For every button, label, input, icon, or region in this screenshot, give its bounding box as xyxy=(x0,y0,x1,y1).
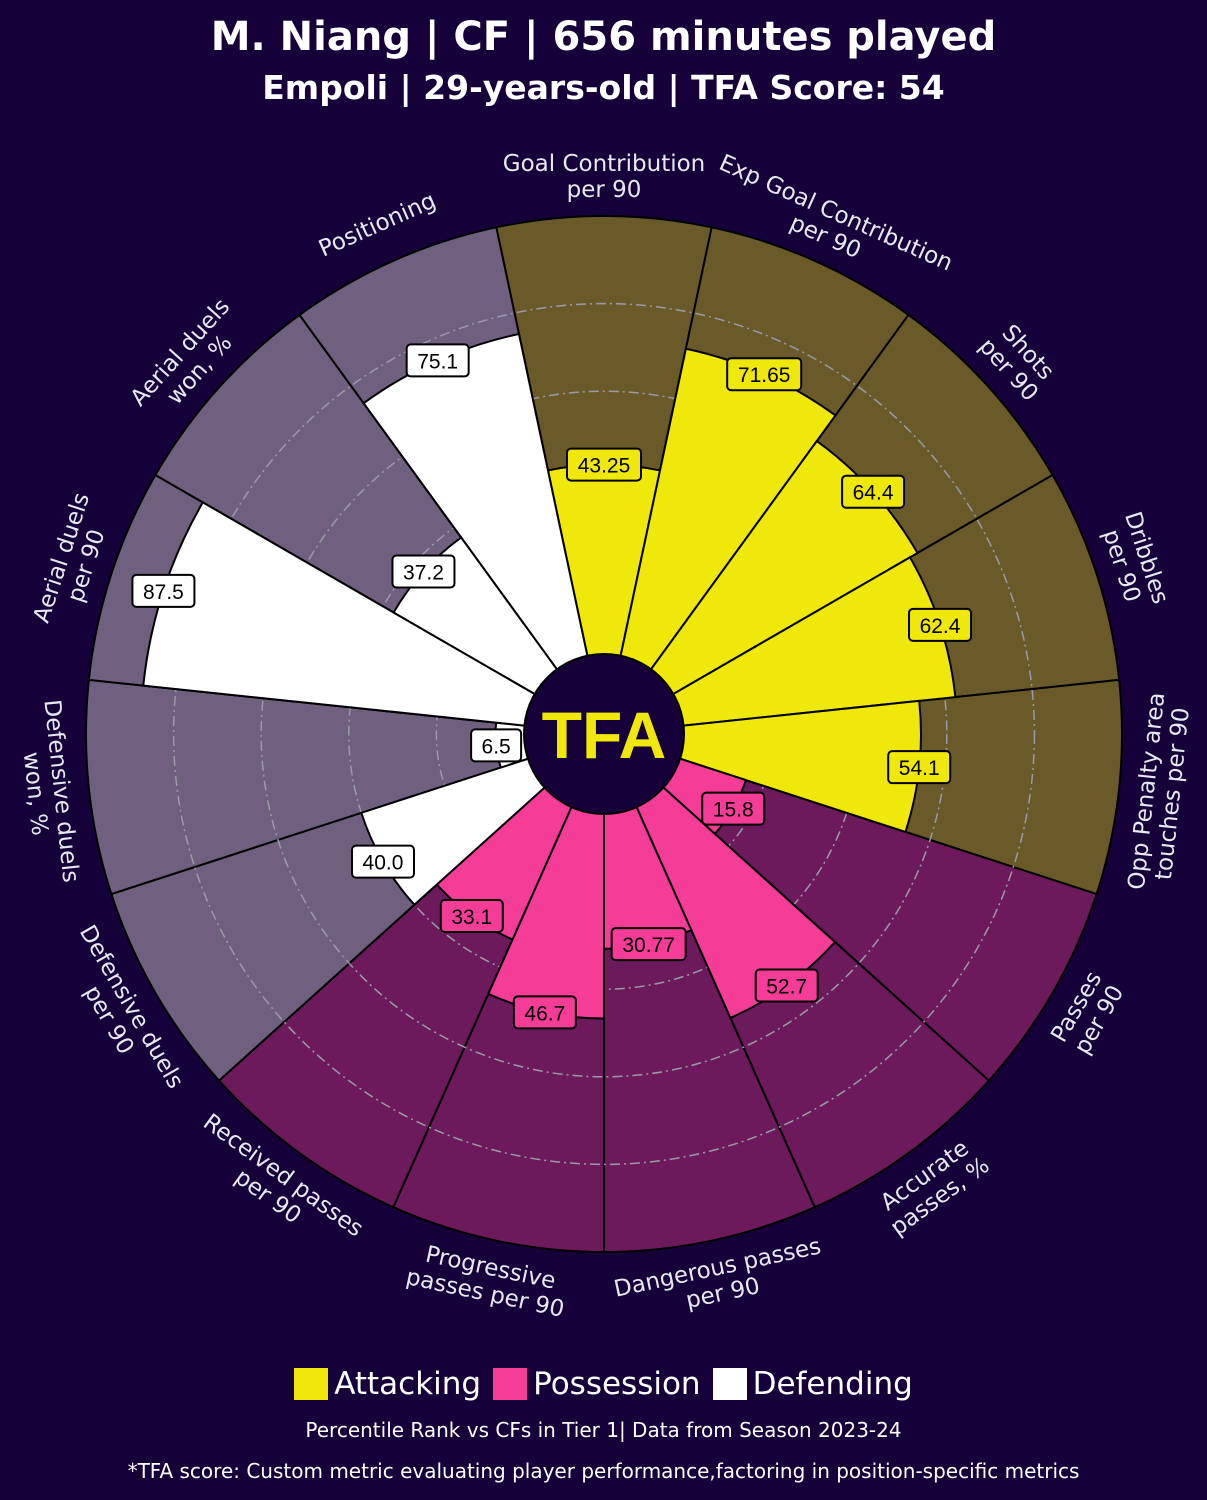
footnote: Percentile Rank vs CFs in Tier 1| Data f… xyxy=(305,1418,902,1442)
value-box xyxy=(405,343,470,378)
legend-label: Possession xyxy=(533,1366,701,1402)
value-box xyxy=(350,844,415,879)
value-label: 64.4 xyxy=(853,482,894,505)
value-box xyxy=(512,995,577,1030)
legend-item-possession: Possession xyxy=(493,1366,701,1402)
value-label: 87.5 xyxy=(143,581,184,604)
legend-label: Defending xyxy=(752,1366,913,1402)
legend: Attacking Possession Defending xyxy=(0,1366,1207,1402)
value-box xyxy=(131,573,196,608)
value-label: 30.77 xyxy=(622,934,675,957)
value-box xyxy=(701,791,766,826)
value-box xyxy=(391,554,456,589)
value-label: 52.7 xyxy=(766,975,807,998)
footnote-tfa-score: *TFA score: Custom metric evaluating pla… xyxy=(127,1459,1080,1483)
value-box xyxy=(726,357,803,392)
value-box xyxy=(841,474,906,509)
param-label: Defensive duelswon, % xyxy=(13,698,84,886)
gridline-60 xyxy=(260,390,948,1078)
value-box xyxy=(566,447,642,482)
param-label: Dribblesper 90 xyxy=(1094,509,1173,616)
tfa-logo: TFA xyxy=(542,698,667,772)
gridline-80 xyxy=(172,302,1036,1166)
legend-item-defending: Defending xyxy=(712,1366,913,1402)
value-box xyxy=(908,607,973,642)
legend-label: Attacking xyxy=(334,1366,482,1402)
value-label: 71.65 xyxy=(738,364,791,387)
value-label: 37.2 xyxy=(403,561,444,584)
legend-item-attacking: Attacking xyxy=(294,1366,481,1402)
value-label: 15.8 xyxy=(713,799,754,822)
chart-subtitle: Empoli | 29-years-old | TFA Score: 54 xyxy=(262,68,945,107)
legend-swatch-defending xyxy=(712,1368,747,1400)
center-circle xyxy=(523,653,685,815)
legend-swatch-attacking xyxy=(294,1368,329,1400)
value-label: 46.7 xyxy=(524,1002,565,1025)
legend-swatch-possession xyxy=(493,1368,528,1400)
value-label: 54.1 xyxy=(899,757,940,780)
param-label: Progressivepasses per 90 xyxy=(404,1239,572,1323)
value-box xyxy=(439,899,504,934)
value-label: 40.0 xyxy=(363,852,404,875)
value-box xyxy=(610,927,687,962)
value-label: 43.25 xyxy=(578,455,631,478)
chart-title: M. Niang | CF | 656 minutes played xyxy=(210,14,997,60)
value-box xyxy=(887,750,952,785)
value-label: 6.5 xyxy=(482,735,511,758)
value-label: 75.1 xyxy=(417,350,458,373)
value-box xyxy=(470,728,523,763)
value-box xyxy=(754,968,819,1003)
value-label: 33.1 xyxy=(451,906,492,929)
value-label: 62.4 xyxy=(920,615,961,638)
param-label: Opp Penalty areatouches per 90 xyxy=(1124,691,1196,893)
